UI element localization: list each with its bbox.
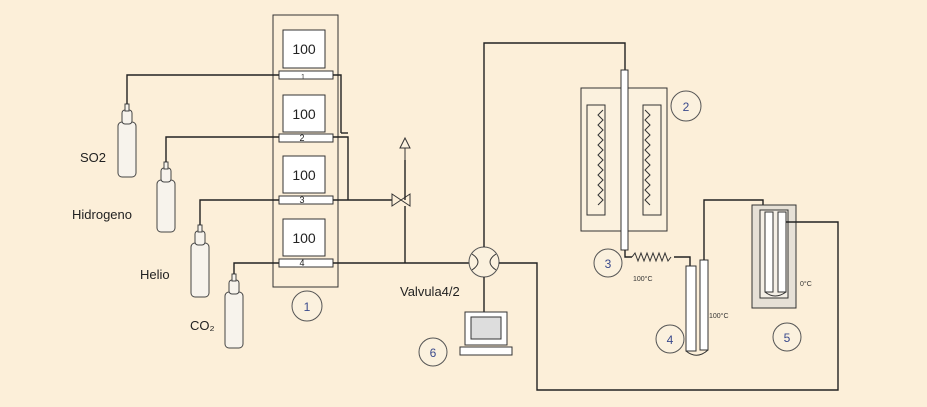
mfc-4-bar xyxy=(278,258,334,268)
mfc-1-line-number: 1 xyxy=(301,74,305,81)
callout-2: 2 xyxy=(670,90,702,122)
gas-cylinder-co2 xyxy=(224,273,244,349)
gas-label-hidrogeno: Hidrogeno xyxy=(72,207,132,222)
preheater-temperature: 100°C xyxy=(633,275,653,283)
callout-1: 1 xyxy=(291,290,323,322)
mfc-3-bar xyxy=(278,195,334,205)
trap-temperature: 0°C xyxy=(800,280,812,288)
mass-flow-controller-3: 100 3 xyxy=(278,155,334,205)
gas-cylinder-so2 xyxy=(117,103,137,178)
cold-trap xyxy=(751,204,797,309)
mfc-2-bar xyxy=(278,133,334,143)
callout-3-number: 3 xyxy=(605,257,612,271)
column-tube xyxy=(685,259,709,356)
computer-monitor xyxy=(459,311,513,356)
line-trap-return xyxy=(499,221,839,391)
gas-label-co2: CO₂ xyxy=(190,318,215,333)
mfc-outlet-manifold xyxy=(333,74,470,264)
preheater-coil xyxy=(624,250,691,268)
mfc-1-value: 100 xyxy=(292,41,316,57)
mass-flow-controller-4: 100 4 xyxy=(278,218,334,268)
column-temperature: 100°C xyxy=(709,312,729,320)
line-valve-to-reactor xyxy=(483,42,626,247)
callout-5-number: 5 xyxy=(784,331,791,345)
callout-4: 4 xyxy=(655,324,685,354)
vent-valve xyxy=(391,136,411,263)
callout-5: 5 xyxy=(772,322,802,352)
mfc-4-line-number: 4 xyxy=(299,258,304,268)
gas-supply-lines xyxy=(126,74,279,274)
callout-2-number: 2 xyxy=(683,100,690,114)
mfc-4-value: 100 xyxy=(292,230,316,246)
mfc-3-value: 100 xyxy=(292,167,316,183)
callout-6: 6 xyxy=(418,337,448,367)
gas-cylinder-hidrogeno xyxy=(156,161,176,233)
gas-label-helio: Helio xyxy=(140,267,170,282)
mfc-1-bar xyxy=(278,70,334,80)
callout-6-number: 6 xyxy=(430,346,437,360)
valve-label: Valvula4/2 xyxy=(400,284,460,299)
mfc-2-line-number: 2 xyxy=(299,133,304,143)
mass-flow-controller-1: 100 1 xyxy=(278,29,334,81)
callout-1-number: 1 xyxy=(304,300,311,314)
gas-cylinder-helio xyxy=(190,224,210,298)
mass-flow-controller-2: 100 2 xyxy=(278,94,334,143)
mfc-rack-frame xyxy=(272,14,339,288)
reactor-furnace xyxy=(580,69,668,251)
callout-3: 3 xyxy=(593,248,623,278)
callout-4-number: 4 xyxy=(667,333,674,347)
mfc-2-value: 100 xyxy=(292,106,316,122)
mfc-3-line-number: 3 xyxy=(299,195,304,205)
gas-label-so2: SO2 xyxy=(80,150,106,165)
four-way-valve xyxy=(468,246,500,278)
